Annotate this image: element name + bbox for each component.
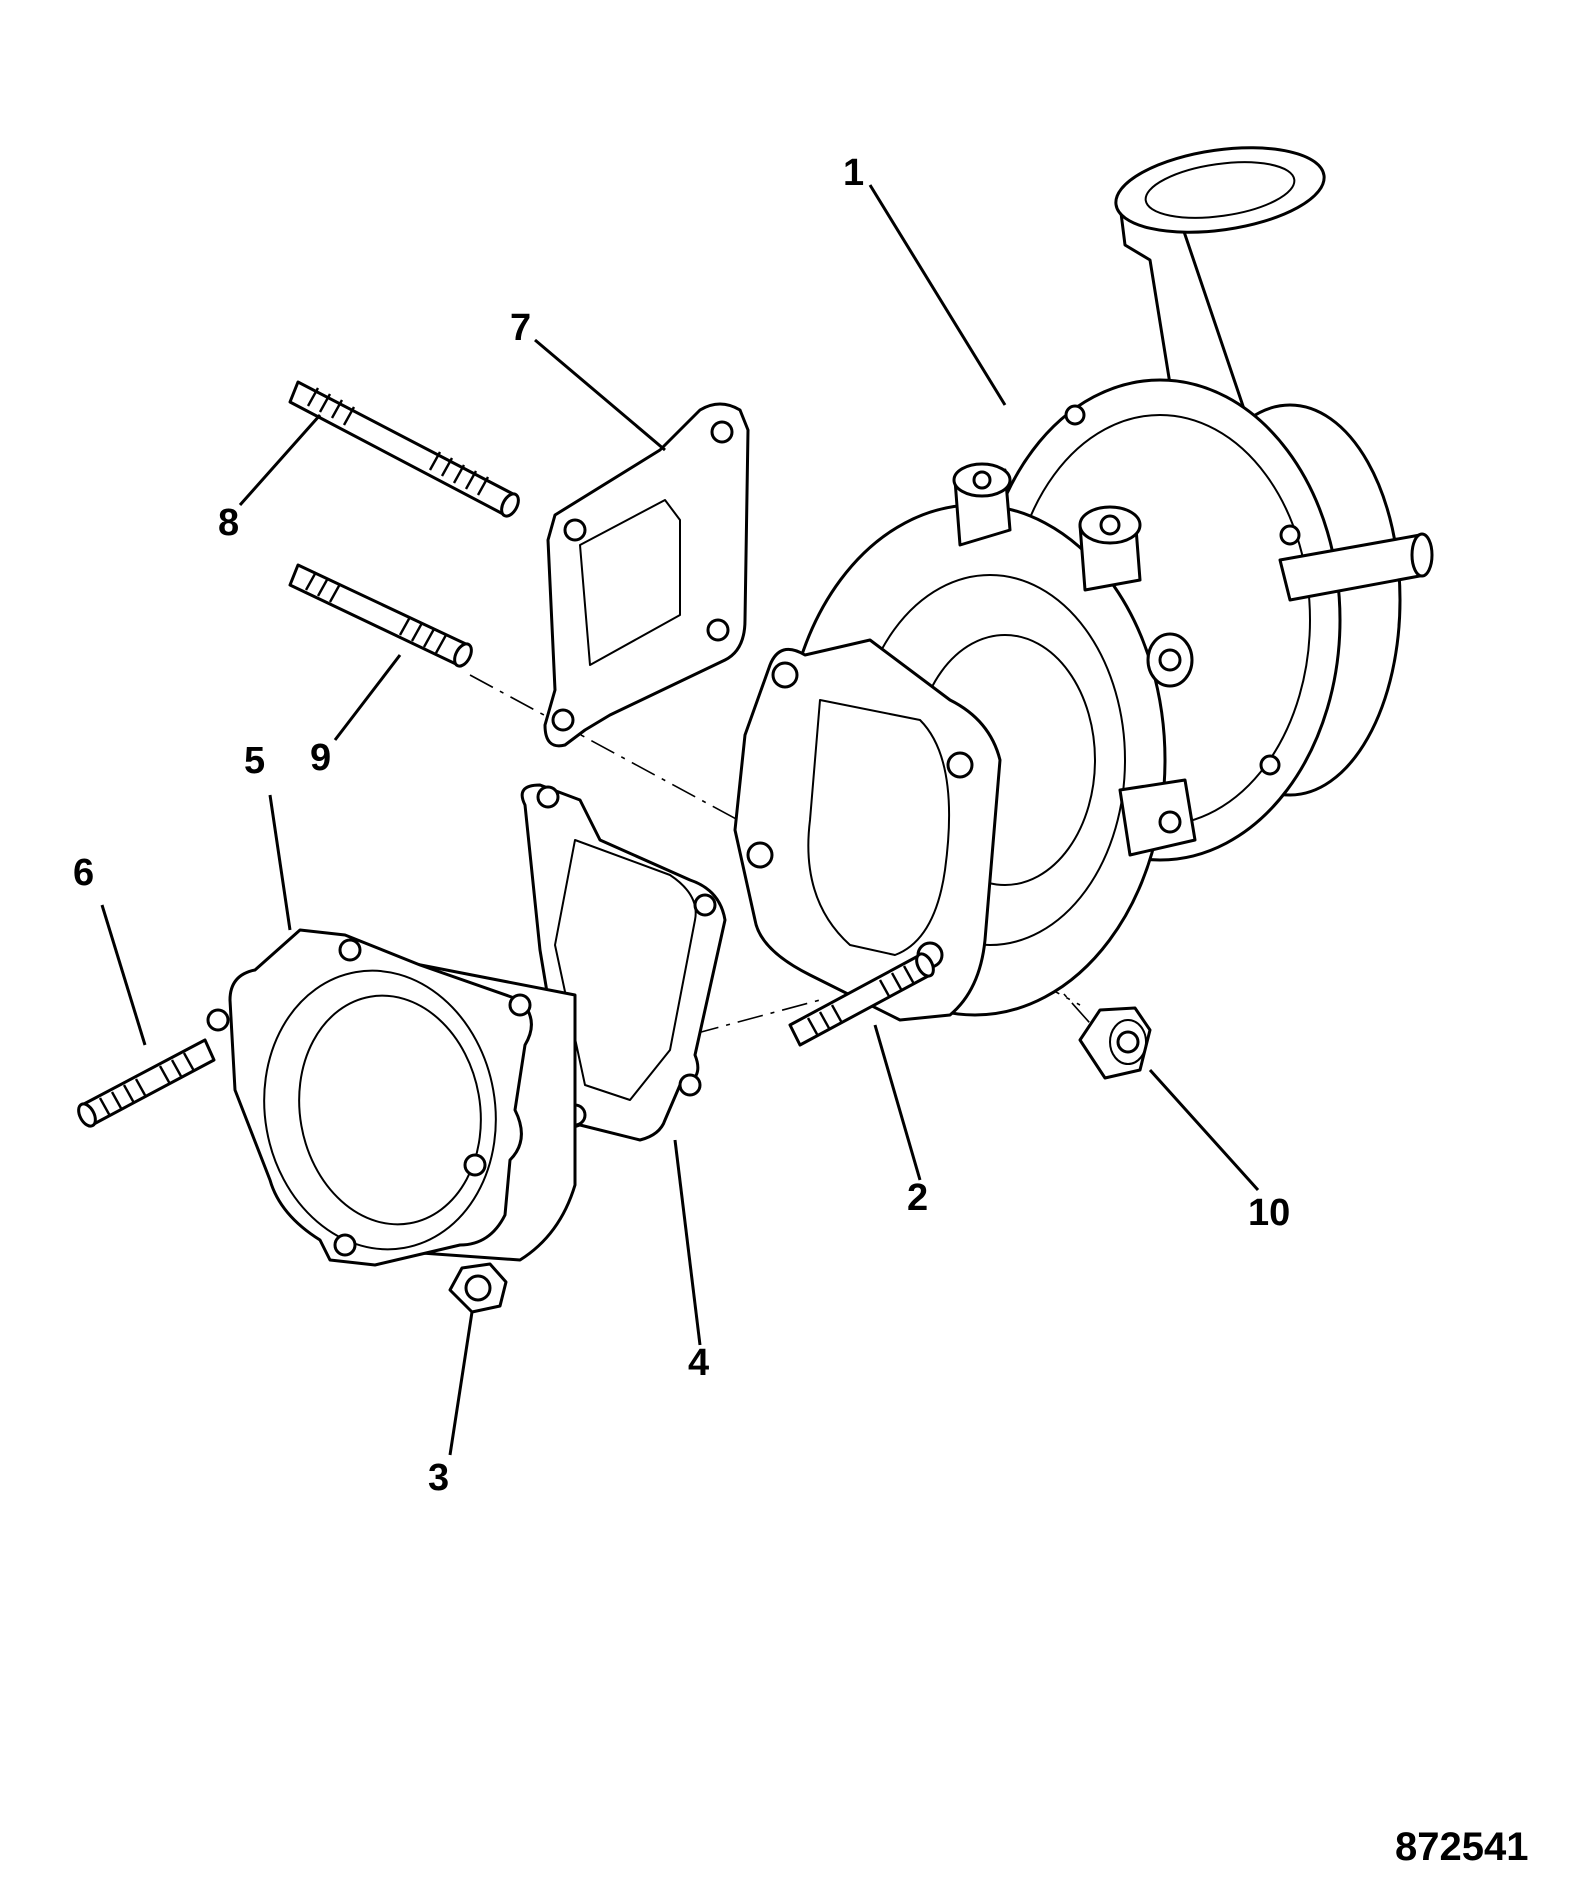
elbow-part-5 — [206, 928, 577, 1267]
nut-part-3 — [448, 1262, 508, 1314]
callout-7: 7 — [510, 307, 531, 349]
callout-2: 2 — [907, 1177, 928, 1219]
callout-6: 6 — [73, 852, 94, 894]
stud-part-2 — [788, 952, 935, 1047]
drawing-number: 872541 — [1395, 1825, 1528, 1869]
callout-9: 9 — [310, 737, 331, 779]
callout-4: 4 — [688, 1342, 709, 1384]
callout-10: 10 — [1248, 1192, 1290, 1234]
callout-3: 3 — [428, 1457, 449, 1499]
turbocharger-part — [733, 146, 1434, 1022]
gasket-part-7 — [543, 402, 750, 748]
stud-part-6 — [77, 1038, 216, 1128]
callout-labels: 1 2 3 4 5 6 7 8 9 10 — [73, 152, 1290, 1499]
leader-lines — [100, 184, 1260, 1456]
nut-part-10 — [1078, 1006, 1152, 1080]
stud-part-9 — [288, 563, 473, 668]
callout-8: 8 — [218, 502, 239, 544]
stud-part-8 — [288, 380, 520, 518]
callout-1: 1 — [843, 152, 864, 194]
callout-5: 5 — [244, 740, 265, 782]
